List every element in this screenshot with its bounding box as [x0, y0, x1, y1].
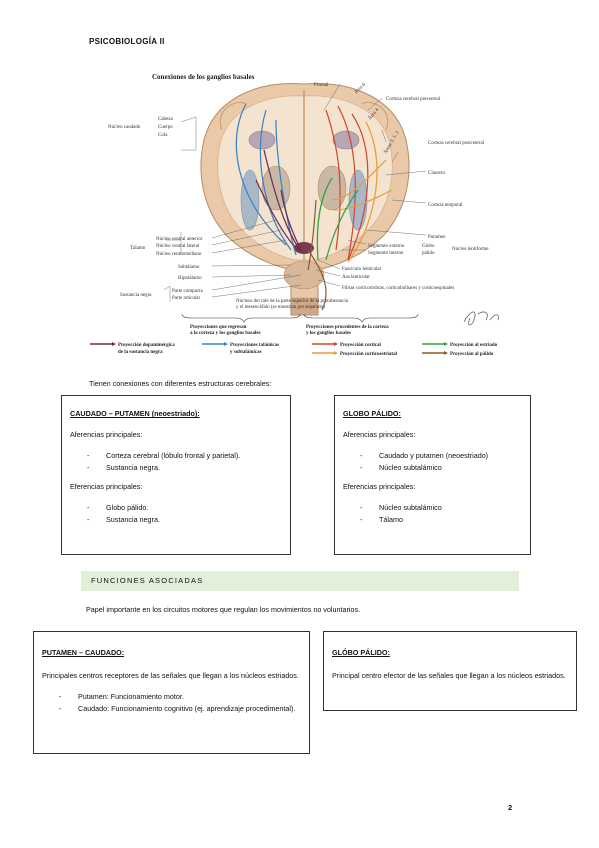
section-heading-funciones: FUNCIONES ASOCIADAS [81, 571, 519, 591]
legend-talamicas-2: y subtalámicas [230, 350, 262, 355]
label-cola: Cola [158, 133, 168, 138]
funciones-paragraph: Papel importante en los circuitos motore… [86, 605, 361, 614]
putamen-caudado-function-box: PUTAMEN – CAUDADO: Principales centros r… [33, 631, 310, 754]
label-cabeza: Cabeza [158, 117, 173, 122]
globo-function-title: GLÓBO PÁLIDO: [332, 648, 390, 657]
label-nucleo-lentiforme: Núcleo lentiforme [452, 247, 489, 252]
label-corteza-temporal: Corteza temporal [428, 203, 463, 208]
intro-text: Tienen conexiones con diferentes estruct… [89, 379, 272, 388]
artist-signature [463, 311, 499, 326]
legend-corticoestriatal: Proyección corticoestriatal [340, 352, 398, 357]
label-leader-lines [163, 83, 427, 302]
putamen-caudado-title: PUTAMEN – CAUDADO: [42, 648, 125, 657]
legend-palido: Proyección al pálido [450, 352, 494, 357]
label-corteza-postcentral: Corteza cerebral postcentral [428, 141, 485, 146]
figure-title: Conexiones de los ganglios basales [152, 73, 255, 81]
label-segmento-interno: Segmento interno [368, 251, 404, 256]
label-asa-lenticular: Asa lenticular [342, 275, 370, 280]
label-proy-regresan-1: Proyecciones que regresan [190, 325, 247, 330]
label-globo: Globo [422, 244, 435, 249]
projection-pathways [235, 103, 393, 311]
label-rafe-1: Núcleos del rafe de la parte superior de… [236, 299, 349, 304]
caudado-putamen-box: CAUDADO – PUTAMEN (neoestriado): Aferenc… [61, 395, 291, 555]
globo-function-box: GLÓBO PÁLIDO: Principal centro efector d… [323, 631, 577, 711]
label-nucleo-centromediano: Núcleo centromediano [156, 252, 202, 257]
label-sustancia-negra: Sustancia negra [120, 293, 152, 298]
list-item: Tálamo [343, 515, 522, 524]
label-rafe-2: y el mesencéfalo (se muestran por separa… [236, 305, 325, 310]
legend-cortical: Proyección cortical [340, 343, 381, 348]
label-proy-procedentes-2: y los ganglios basales [306, 331, 351, 336]
label-talamo: Tálamo [130, 246, 146, 251]
figure-legend: Proyección dopaminérgica de la sustancia… [90, 342, 498, 357]
list-item: Corteza cerebral (lóbulo frontal y parie… [70, 451, 282, 460]
aferencias-list: Caudado y putamen (neoestriado) Núcleo s… [343, 451, 522, 472]
putamen-caudado-text: Principales centros receptores de las se… [42, 671, 299, 680]
list-item: Globo pálido. [70, 503, 282, 512]
list-item: Sustancia negra. [70, 515, 282, 524]
eferencias-label: Eferencias principales: [70, 482, 143, 491]
globo-palido-box: GLOBO PÁLIDO: Aferencias principales: Ca… [334, 395, 531, 555]
aferencias-list: Corteza cerebral (lóbulo frontal y parie… [70, 451, 282, 472]
label-fibras: Fibras corticorrubras, corticobulbares y… [342, 286, 454, 291]
aferencias-label: Aferencias principales: [343, 430, 416, 439]
putamen-caudado-list: Putamen: Funcionamiento motor. Caudado: … [42, 692, 301, 713]
label-parte-reticular: Parte reticular [172, 296, 201, 301]
label-hipotalamo: Hipotálamo [178, 276, 202, 281]
label-palido: pálido [422, 251, 435, 256]
basal-ganglia-figure: Conexiones de los ganglios basales [90, 73, 499, 357]
caudado-putamen-title: CAUDADO – PUTAMEN (neoestriado): [70, 409, 200, 418]
globo-palido-title: GLOBO PÁLIDO: [343, 409, 401, 418]
eferencias-list: Núcleo subtalámico Tálamo [343, 503, 522, 524]
projection-braces [181, 313, 419, 323]
label-nucleo-caudado: Núcleo caudado [108, 125, 141, 130]
eferencias-label: Eferencias principales: [343, 482, 416, 491]
eferencias-list: Globo pálido. Sustancia negra. [70, 503, 282, 524]
aferencias-label: Aferencias principales: [70, 430, 143, 439]
list-item: Sustancia negra. [70, 463, 282, 472]
list-item: Caudado: Funcionamiento cognitivo (ej. a… [42, 704, 301, 713]
label-frontal: Frontal [314, 83, 329, 88]
list-item: Núcleo subtalámico [343, 463, 522, 472]
label-nucleo-ventral-anterior: Núcleo ventral anterior [156, 237, 203, 242]
list-item: Putamen: Funcionamiento motor. [42, 692, 301, 701]
label-putamen: Putamen [428, 235, 446, 240]
label-proy-procedentes-1: Proyecciones procedentes de la corteza [306, 325, 389, 330]
running-header: PSICOBIOLOGÍA II [89, 37, 165, 46]
label-claustro: Claustro [428, 171, 445, 176]
label-corteza-precentral: Corteza cerebral precentral [386, 97, 441, 102]
legend-dopaminergica-2: de la sustancia negra [118, 350, 163, 355]
label-proy-regresan-2: a la corteza y los ganglios basales [190, 331, 261, 336]
list-item: Núcleo subtalámico [343, 503, 522, 512]
label-cuerpo: Cuerpo [158, 125, 173, 130]
globo-function-text: Principal centro efector de las señales … [332, 671, 566, 680]
label-fasciculo-lenticular: Fascículo lenticular [342, 267, 382, 272]
brain-section-illustration [200, 82, 410, 316]
legend-dopaminergica-1: Proyección dopaminérgica [118, 343, 175, 348]
page-number: 2 [508, 803, 513, 812]
label-segmento-externo: Segmento externo [368, 244, 405, 249]
label-parte-compacta: Parte compacta [172, 289, 203, 294]
list-item: Caudado y putamen (neoestriado) [343, 451, 522, 460]
label-nucleo-ventral-lateral: Núcleo ventral lateral [156, 244, 200, 249]
legend-talamicas-1: Proyecciones talámicas [230, 343, 279, 348]
label-subtalamo: Subtálamo [178, 265, 200, 270]
legend-estriado: Proyección al estriado [450, 343, 498, 348]
